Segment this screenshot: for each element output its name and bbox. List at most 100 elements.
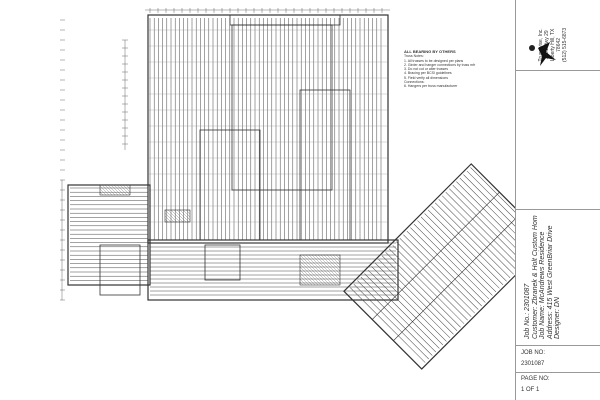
truss-line (314, 254, 341, 281)
truss-line (413, 223, 490, 300)
note-line: 4. Bracing per BCSI guidelines (404, 71, 452, 76)
truss-line (110, 184, 122, 196)
truss-line (101, 184, 113, 196)
truss-line (299, 272, 313, 286)
job-no-section: JOB NO: 2301087 (516, 345, 600, 373)
note-line: 5. Field verify all dimensions (404, 75, 448, 80)
truss-line (449, 188, 515, 264)
notes-title: ALL BEARING BY OTHERS (404, 49, 456, 54)
truss-line (427, 209, 504, 286)
truss-line (299, 263, 322, 286)
company-phone: (512) 515-6873 (562, 27, 568, 62)
truss-line (125, 184, 131, 190)
wall-outline (299, 89, 351, 241)
truss-line (417, 220, 493, 296)
truss-line (357, 280, 433, 356)
truss-line (99, 191, 104, 196)
truss-line (466, 170, 515, 247)
truss-line (431, 206, 507, 282)
truss-line (364, 273, 440, 349)
job-info: Job No.: 2301087 Customer: Zbranek & Hol… (524, 215, 562, 339)
truss-line (326, 254, 341, 269)
truss-line (381, 255, 458, 331)
wall-outline (99, 244, 141, 296)
truss-line (164, 209, 178, 223)
truss-line (389, 248, 465, 324)
job-no-value: 2301087 (521, 361, 545, 367)
company-section: Trusswise, Inc. 1401 Hwy 29 Liberty Hill… (516, 0, 600, 71)
truss-line (308, 254, 340, 286)
truss-line (122, 184, 131, 193)
truss-line (385, 252, 461, 328)
truss-line (302, 254, 334, 286)
truss-line (176, 209, 190, 223)
truss-line (164, 218, 169, 223)
truss-line (424, 213, 500, 289)
company-logo-icon (529, 42, 556, 66)
truss-line (119, 184, 131, 196)
truss-line (188, 209, 191, 212)
truss-line (360, 276, 437, 353)
truss-line (438, 199, 514, 275)
truss-line (392, 245, 468, 321)
truss-line (305, 254, 337, 286)
page-no-label: PAGE NO: (521, 376, 550, 382)
truss-line (420, 216, 497, 293)
wall-outline (204, 244, 241, 281)
wall-outline (164, 209, 191, 223)
page-no-section: PAGE NO: 1 OF 1 (516, 372, 600, 400)
truss-line (164, 215, 172, 223)
angled-wing (343, 163, 515, 370)
truss-line (459, 177, 515, 254)
truss-line (179, 209, 191, 221)
truss-line (371, 266, 447, 342)
note-line: 1. All trusses to be designed per plans (404, 58, 464, 63)
truss-line (378, 259, 454, 335)
customer: Customer: Zbranek & Holt Custom Hom (531, 215, 539, 339)
truss-line (403, 234, 479, 310)
truss-line (335, 254, 341, 260)
truss-line (396, 241, 472, 317)
truss-line (299, 260, 325, 286)
address: Address: 415 West GreenBriar Drive (546, 225, 554, 339)
truss-line (317, 254, 341, 278)
note-line: 3. Do not cut or alter trusses (404, 67, 448, 72)
blank-section (516, 70, 600, 210)
job-name: Job Name: McAndrews Residence (539, 231, 546, 339)
truss-line (332, 254, 341, 263)
truss-line (173, 209, 187, 223)
truss-line (470, 167, 515, 243)
truss-line (104, 184, 116, 196)
title-block: Trusswise, Inc. 1401 Hwy 29 Liberty Hill… (515, 0, 600, 400)
truss-line (434, 202, 511, 278)
truss-line (406, 230, 482, 307)
truss-line (185, 209, 191, 215)
note-line: Connections: (404, 80, 425, 85)
wall-outline (147, 239, 399, 301)
truss-line (116, 184, 128, 196)
truss-line (353, 283, 429, 360)
wall-outline (147, 14, 389, 244)
truss-line (374, 262, 451, 339)
truss-line (299, 269, 316, 286)
truss-line (299, 278, 307, 286)
job-no-label: JOB NO: (521, 350, 546, 356)
truss-line (299, 266, 319, 286)
truss-line (367, 269, 444, 346)
wall-outline (67, 184, 151, 286)
truss-line (182, 209, 191, 218)
truss-line (463, 174, 515, 250)
truss-line (164, 212, 175, 223)
truss-line (99, 185, 110, 196)
job-no-line: Job No.: 2301087 (524, 283, 531, 339)
wall-outline (231, 24, 333, 191)
truss-line (338, 254, 341, 257)
truss-line (299, 275, 310, 286)
truss-line (167, 209, 181, 223)
note-line: Truss Notes: (404, 54, 424, 59)
truss-line (99, 188, 107, 196)
truss-line (445, 192, 515, 268)
truss-line (128, 184, 131, 187)
truss-line (299, 257, 328, 286)
